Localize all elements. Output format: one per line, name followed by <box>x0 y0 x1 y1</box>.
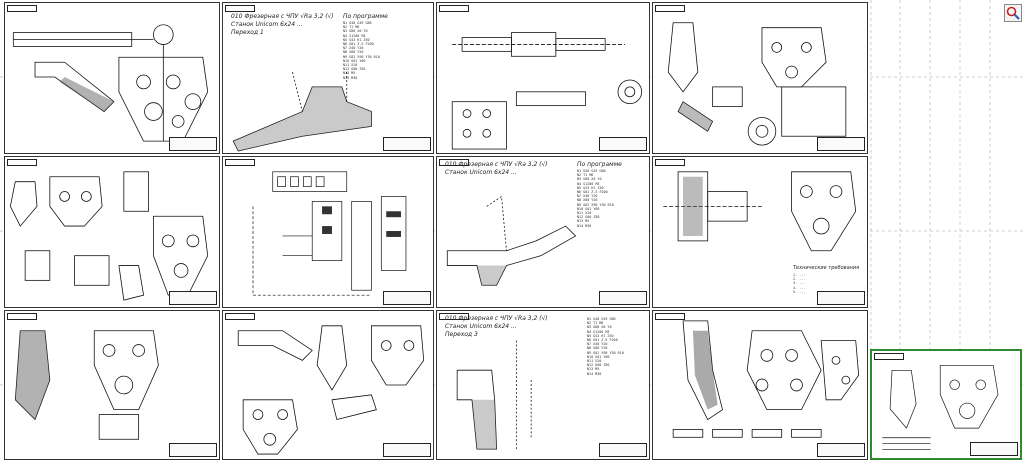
title-block <box>383 291 431 305</box>
title-block <box>599 291 647 305</box>
sheet-stamp <box>655 5 685 12</box>
sheet-1[interactable] <box>4 2 220 154</box>
title-block <box>817 291 865 305</box>
sheet-stamp <box>7 159 37 166</box>
title-block <box>599 137 647 151</box>
part-section-drawing <box>456 340 532 450</box>
sheet-11[interactable]: 010 Фрезерная с ЧПУ √Ra 3,2 (√) Станок U… <box>436 310 650 460</box>
program-title: По программе <box>343 13 388 20</box>
fixture-drawing <box>14 330 159 440</box>
sheet-12[interactable] <box>652 310 868 460</box>
program-listing: N1 G40 G49 G80 N2 T1 M6 N3 G00 X0 Y0 N4 … <box>587 317 624 376</box>
part-section-drawing <box>232 71 372 152</box>
tech-requirements-title: Технические требования <box>793 265 860 271</box>
sheet-9[interactable] <box>4 310 220 460</box>
title-block <box>817 443 865 457</box>
title-block <box>599 443 647 457</box>
title-block <box>383 443 431 457</box>
sheet-7[interactable]: 010 Фрезерная с ЧПУ √Ra 3,2 (√) Станок U… <box>436 156 650 308</box>
sheet-stamp <box>439 5 469 12</box>
operation-machine: Станок Unicom 6x24 ... <box>445 323 517 330</box>
operation-header: 010 Фрезерная с ЧПУ √Ra 3,2 (√) <box>445 161 548 168</box>
sheet-stamp <box>225 5 255 12</box>
sheet-5[interactable] <box>4 156 220 308</box>
assembly-section-drawing <box>663 171 857 252</box>
sheet-stamp <box>225 159 255 166</box>
tech-requirements-list: 1. ... 2. ... 3. ... 4. ... 5. ... <box>793 273 806 294</box>
program-listing: N1 G40 G49 G80 N2 T1 M6 N3 G00 X0 Y0 N4 … <box>577 169 614 228</box>
title-block <box>169 443 217 457</box>
operation-header: 010 Фрезерная с ЧПУ √Ra 3,2 (√) <box>445 315 548 322</box>
fixture-drawing <box>12 24 209 142</box>
sheet-2[interactable]: 010 Фрезерная с ЧПУ √Ra 3,2 (√) Станок U… <box>222 2 434 154</box>
sheet-stamp <box>655 159 685 166</box>
schematic-drawing <box>252 171 407 296</box>
operation-stage: Переход 1 <box>231 29 264 36</box>
part-section-drawing <box>446 195 577 286</box>
title-block <box>169 137 217 151</box>
sheet-stamp <box>7 5 37 12</box>
setup-views-drawing <box>237 325 425 455</box>
sheet-stamp <box>7 313 37 320</box>
program-listing: N1 G40 G49 G80 N2 T1 M6 N3 G00 X0 Y0 N4 … <box>343 21 380 80</box>
magnifier-icon[interactable] <box>1004 4 1022 22</box>
sheet-8[interactable]: Технические требования 1. ... 2. ... 3. … <box>652 156 868 308</box>
sheet-stamp <box>874 353 904 360</box>
sheet-4[interactable] <box>652 2 868 154</box>
operation-stage: Переход 3 <box>445 331 478 338</box>
title-block <box>169 291 217 305</box>
title-block <box>817 137 865 151</box>
sheet-6[interactable] <box>222 156 434 308</box>
operation-header: 010 Фрезерная с ЧПУ √Ra 3,2 (√) <box>231 13 334 20</box>
title-block <box>970 442 1018 456</box>
sheet-13-selected[interactable] <box>870 349 1022 460</box>
fixture-drawing <box>882 365 999 450</box>
setup-views-drawing <box>9 171 209 301</box>
sheet-10[interactable] <box>222 310 434 460</box>
operation-machine: Станок Unicom 6x24 ... <box>231 21 303 28</box>
sheet-stamp <box>439 159 469 166</box>
sheet-stamp <box>439 313 469 320</box>
program-title: По программе <box>577 161 622 168</box>
sheet-stamp <box>655 313 685 320</box>
sheet-3[interactable] <box>436 2 650 154</box>
sheet-stamp <box>225 313 255 320</box>
title-block <box>383 137 431 151</box>
operation-machine: Станок Unicom 6x24 ... <box>445 169 517 176</box>
fixture-detail-drawing <box>667 22 847 146</box>
fixture-assembly-drawing <box>672 320 860 438</box>
tool-assembly-drawing <box>451 32 643 150</box>
